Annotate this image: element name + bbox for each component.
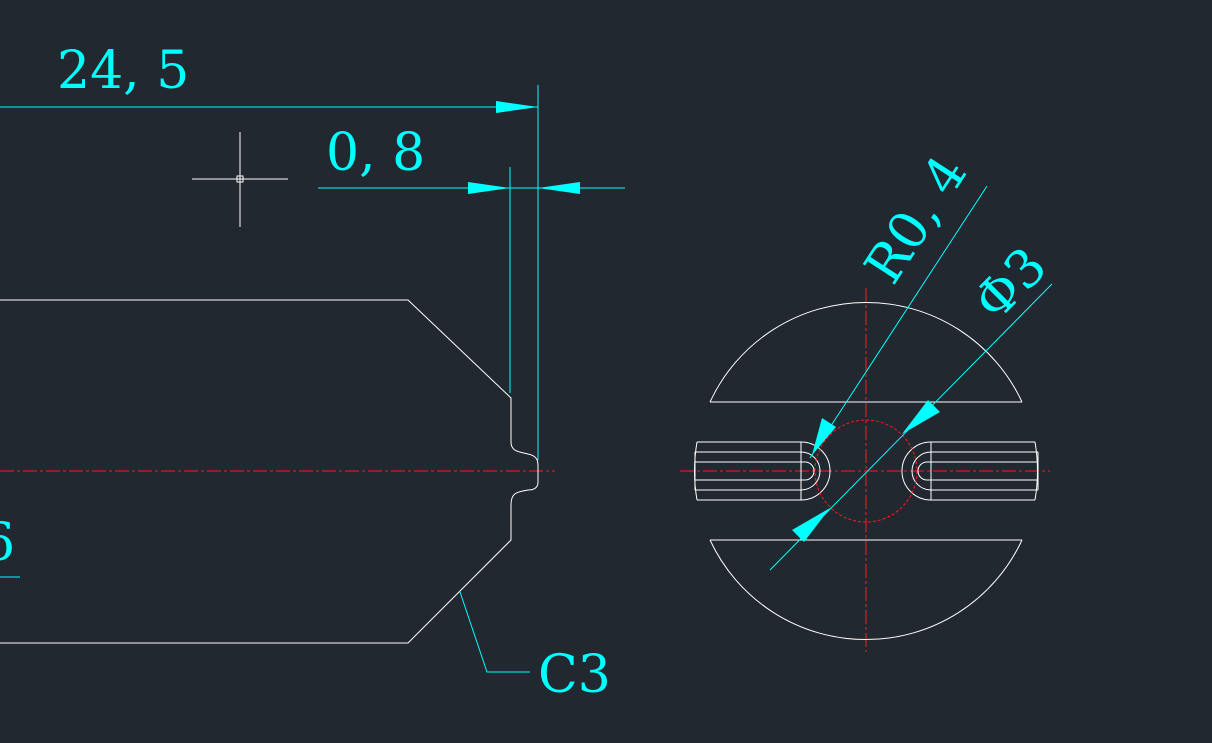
dim-24-5-arrow	[496, 101, 538, 113]
dim-radius-arrow	[812, 418, 836, 455]
dim-0-8-arrow-left	[468, 182, 510, 194]
partial-dim-text: 6	[0, 513, 15, 573]
dim-diameter-arrow-top	[902, 400, 940, 434]
dim-24-5-text: 24, 5	[57, 41, 189, 101]
crosshair-cursor-icon	[192, 132, 288, 227]
hidden-bore-circle	[814, 419, 918, 523]
dim-radius-leader	[809, 185, 988, 459]
chamfer-text: C3	[538, 645, 611, 705]
left-slot	[694, 441, 831, 501]
end-view	[694, 301, 1039, 641]
dim-0-8-text: 0, 8	[326, 123, 425, 183]
dim-0-8-arrow-right	[538, 182, 580, 194]
end-view-top-arc	[709, 301, 1023, 403]
right-slot	[901, 441, 1039, 501]
dim-diameter-arrow-bottom	[792, 508, 830, 542]
part-side-outline	[0, 299, 539, 644]
dim-diameter-text: Φ3	[963, 236, 1059, 332]
chamfer-leader	[459, 591, 530, 673]
end-view-bottom-arc	[709, 539, 1023, 641]
dim-radius-text: R0, 4	[854, 145, 980, 294]
